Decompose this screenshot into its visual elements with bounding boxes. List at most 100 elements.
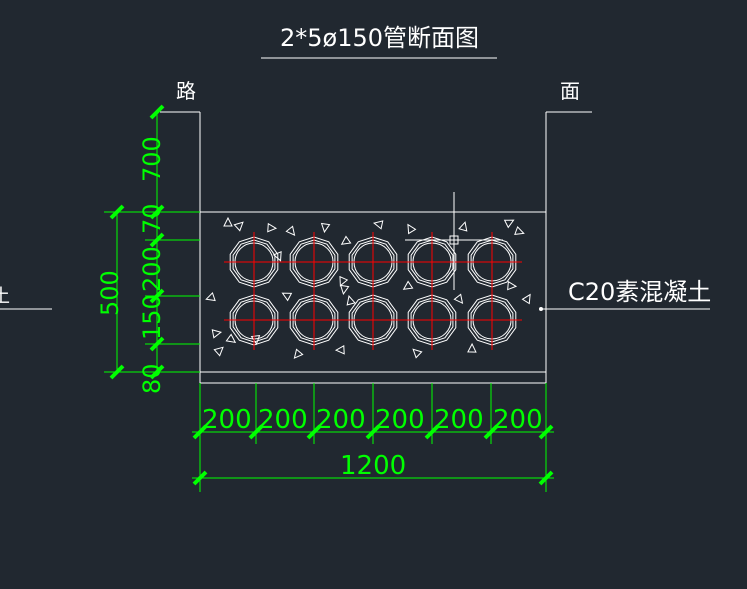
aggregate-triangle: [340, 235, 352, 245]
left-edge-text: 土: [0, 286, 10, 307]
dim-200-horizontal: 200: [375, 405, 425, 435]
pipe-outer-shell: [289, 294, 339, 346]
drawing-title: 2*5ø150管断面图: [280, 24, 479, 52]
aggregate-triangle: [521, 293, 531, 305]
pipe: [224, 290, 284, 350]
dim-tick: [306, 424, 322, 440]
dim-tick: [109, 364, 125, 380]
dim-total-1200: 1200: [340, 451, 406, 481]
pipe-outer-shell: [407, 236, 457, 288]
pipe-outer-shell-inner: [470, 297, 514, 343]
pipe: [462, 232, 522, 292]
dim-tick: [248, 424, 264, 440]
dim-150: 150: [138, 294, 166, 340]
aggregate-triangle: [267, 222, 278, 233]
dim-80: 80: [138, 363, 166, 394]
pipe-outer-shell-inner: [232, 297, 276, 343]
aggregate-triangle: [293, 348, 304, 359]
aggregate-triangle: [503, 219, 515, 229]
aggregate-triangle: [281, 292, 293, 302]
pipe-outer-shell-inner: [292, 239, 336, 285]
aggregate-triangle: [211, 329, 223, 339]
aggregate-triangle: [412, 348, 423, 359]
dim-tick: [149, 204, 165, 220]
dim-200-horizontal: 200: [202, 405, 252, 435]
pipe-outer-shell-inner: [410, 297, 454, 343]
vertical-dim-ticks: [109, 104, 165, 380]
aggregate-triangle: [402, 280, 414, 290]
pipe-outer-shell-inner: [410, 239, 454, 285]
pipe: [402, 232, 462, 292]
road-label-right: 面: [560, 79, 580, 103]
pipe-array: [224, 232, 522, 350]
dim-tick: [149, 288, 165, 304]
pipe-outer-shell-inner: [351, 297, 395, 343]
pipe: [343, 232, 403, 292]
dim-tick: [538, 424, 554, 440]
dim-tick: [365, 424, 381, 440]
dim-200-horizontal: 200: [258, 405, 308, 435]
aggregate-triangle: [213, 346, 224, 357]
aggregate-triangle: [407, 223, 417, 235]
aggregate-triangle: [458, 221, 468, 232]
crosshair-cursor: [405, 192, 503, 290]
concrete-encasement: [199, 211, 547, 373]
aggregate-triangle: [372, 220, 384, 230]
dim-70: 70: [138, 203, 166, 234]
aggregate-triangle: [205, 291, 216, 302]
road-label-left: 路: [176, 79, 196, 103]
dim-total-500: 500: [96, 270, 124, 316]
pipe-outer-shell: [407, 294, 457, 346]
pipe-outer-shell: [289, 236, 339, 288]
pipe-outer-shell: [467, 236, 517, 288]
pipe-outer-shell-inner: [351, 239, 395, 285]
pipe-outer-shell: [348, 236, 398, 288]
dim-tick: [192, 424, 208, 440]
pipe-outer-shell-inner: [470, 239, 514, 285]
aggregate-triangle: [334, 344, 345, 355]
aggregate-symbols: [205, 216, 531, 359]
aggregate-triangle: [346, 295, 356, 306]
aggregate-triangle: [467, 342, 477, 353]
dim-tick: [149, 336, 165, 352]
pipe: [224, 232, 284, 292]
dim-tick: [483, 424, 499, 440]
pipe-outer-shell: [229, 236, 279, 288]
pipe-outer-shell: [348, 294, 398, 346]
aggregate-triangle: [320, 222, 331, 234]
dim-tick: [192, 470, 208, 486]
dim-tick: [109, 204, 125, 220]
pipe-outer-shell: [229, 294, 279, 346]
aggregate-triangle: [514, 225, 525, 235]
leader-dot: [539, 307, 543, 311]
aggregate-triangle: [233, 221, 244, 232]
pipe-outer-shell: [467, 294, 517, 346]
pipe: [343, 290, 403, 350]
aggregate-triangle: [223, 216, 233, 227]
dim-200: 200: [138, 246, 166, 292]
aggregate-triangle: [339, 275, 349, 287]
dim-200-horizontal: 200: [493, 405, 543, 435]
pipe-outer-shell-inner: [232, 239, 276, 285]
dim-tick: [149, 104, 165, 120]
aggregate-triangle: [507, 280, 518, 291]
pipe: [402, 290, 462, 350]
dim-tick: [149, 232, 165, 248]
dim-tick: [424, 424, 440, 440]
concrete-label: C20素混凝土: [568, 278, 711, 306]
dim-200-horizontal: 200: [316, 405, 366, 435]
aggregate-triangle: [225, 333, 237, 344]
aggregate-triangle: [285, 225, 296, 236]
aggregate-triangle: [453, 293, 464, 305]
aggregate-triangle: [339, 284, 350, 296]
dim-tick: [149, 364, 165, 380]
pipe: [462, 290, 522, 350]
dim-tick: [538, 470, 554, 486]
dim-200-horizontal: 200: [434, 405, 484, 435]
pipe: [284, 290, 344, 350]
dim-700: 700: [138, 136, 166, 182]
pipe: [284, 232, 344, 292]
